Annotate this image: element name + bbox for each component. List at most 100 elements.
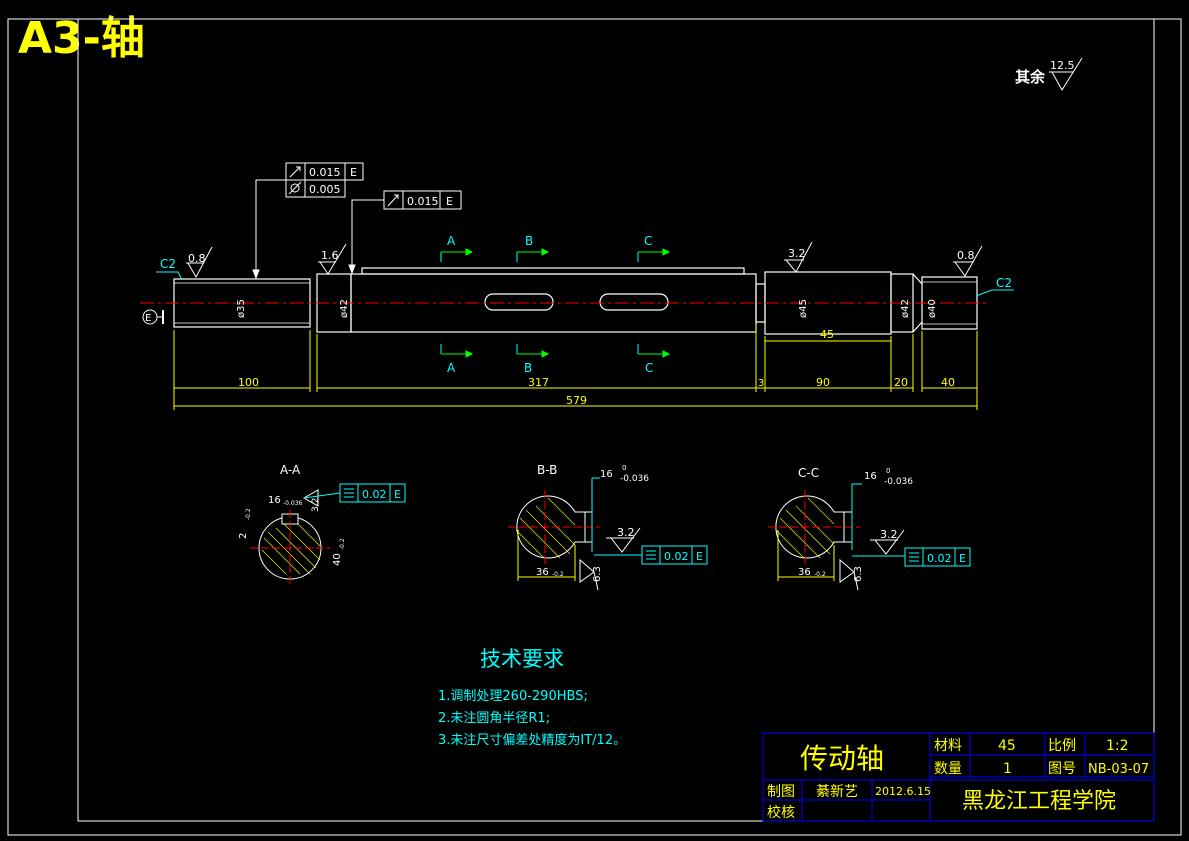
roughness-1: 0.8: [188, 252, 206, 265]
dimension-lines: [173, 324, 978, 410]
tol-runout-datum: E: [350, 166, 357, 179]
roughness-symbols: [186, 241, 983, 279]
section-cc-key-width: 16: [864, 471, 877, 482]
dim-579: 579: [566, 394, 587, 407]
drawn-label: 制图: [767, 784, 795, 800]
section-mark-a-bottom: A: [447, 361, 456, 375]
tol-aa-value: 0.02: [362, 488, 387, 501]
diameter-d40: ø40: [927, 299, 938, 318]
material-value: 45: [998, 738, 1016, 754]
tech-requirements-title: 技术要求: [480, 647, 564, 671]
roughness-4: 0.8: [957, 249, 975, 262]
section-aa-roughness: 3.2: [311, 498, 321, 512]
drawn-date: 2012.6.15: [875, 785, 931, 798]
section-aa-dim-tol: -0.2: [339, 538, 346, 550]
tol-runout2-datum: E: [446, 195, 453, 208]
tol-cc-value: 0.02: [927, 552, 952, 565]
section-mark-b-top: B: [525, 234, 533, 248]
section-markers: [440, 248, 671, 358]
scale-value: 1:2: [1106, 738, 1129, 754]
tol-frame-aa: [339, 483, 406, 503]
scale-label: 比例: [1048, 738, 1076, 754]
section-cc-roughness-b: 6.3: [853, 566, 864, 582]
dim-100: 100: [238, 376, 259, 389]
keyway-top-line: [361, 267, 745, 275]
dim-317: 317: [528, 376, 549, 389]
section-cc-dim-tol: -0.2: [814, 571, 826, 578]
tol-runout2-value: 0.015: [407, 195, 439, 208]
sheet-label: A3-轴: [18, 13, 145, 64]
tech-requirement-1: 1.调制处理260-290HBS;: [438, 689, 588, 704]
tol-runout-value: 0.015: [309, 166, 341, 179]
section-aa-key-tol: -0.036: [283, 500, 303, 507]
tol-aa-datum: E: [394, 488, 401, 501]
section-aa-depth-tol: -0.2: [245, 508, 252, 520]
section-bb-key-tol-upper: 0: [622, 464, 626, 472]
dim-45: 45: [820, 328, 834, 341]
section-aa-depth: 2: [238, 533, 249, 539]
section-bb-dim-tol: -0.2: [552, 571, 564, 578]
dim-40: 40: [941, 376, 955, 389]
section-cc-title: C-C: [798, 466, 819, 480]
quantity-value: 1: [1003, 761, 1012, 777]
outer-frame: [7, 18, 1182, 836]
section-bb-title: B-B: [537, 463, 557, 477]
part-name: 传动轴: [800, 742, 884, 775]
keyway-c: [599, 293, 669, 311]
checked-label: 校核: [767, 804, 795, 821]
diameter-d42-left: ø42: [339, 299, 350, 318]
section-mark-c-bottom: C: [645, 361, 653, 375]
tol-frame-bb: [594, 545, 708, 565]
section-bb-key-tol-lower: -0.036: [620, 474, 649, 484]
institution: 黑龙江工程学院: [962, 789, 1116, 814]
tech-requirement-3: 3.未注尺寸偏差处精度为IT/12。: [438, 732, 626, 748]
dim-90: 90: [816, 376, 830, 389]
roughness-2: 1.6: [321, 249, 339, 262]
drawing-no-label: 图号: [1048, 761, 1076, 777]
section-bb-key-width: 16: [600, 469, 613, 480]
section-cc: C-C 16 0 -0.036 36 -0.2 3.2 6.3: [768, 466, 913, 591]
section-aa-title: A-A: [280, 463, 301, 477]
tol-cc-datum: E: [959, 552, 966, 565]
section-cc-key-tol-lower: -0.036: [884, 477, 913, 487]
section-mark-b-bottom: B: [524, 361, 532, 375]
roughness-3: 3.2: [788, 247, 806, 260]
chamfer-right-label: C2: [996, 276, 1012, 290]
tol-frame-cc: [852, 547, 971, 567]
tolerance-frame-top: [252, 162, 364, 280]
section-cc-roughness-a: 3.2: [880, 528, 898, 541]
section-mark-c-top: C: [644, 234, 652, 248]
section-aa-dim: 40: [332, 553, 343, 566]
roughness-note-label: 其余: [1015, 68, 1046, 86]
tolerance-frame-second: [348, 190, 462, 275]
dim-20: 20: [894, 376, 908, 389]
datum-e-label: E: [145, 313, 151, 324]
diameter-d35: ø35: [236, 299, 247, 318]
shaft-view: [173, 267, 978, 335]
section-bb: B-B 16 0 -0.036 36 -0.2 3.2 6.3: [508, 463, 649, 591]
tech-requirements: 技术要求 1.调制处理260-290HBS; 2.未注圆角半径R1; 3.未注尺…: [438, 647, 626, 748]
title-block: [762, 732, 1155, 822]
tech-requirement-2: 2.未注圆角半径R1;: [438, 711, 550, 726]
datum-e-symbol: E: [142, 309, 164, 325]
material-label: 材料: [934, 738, 962, 754]
dim-3: 3: [758, 378, 764, 389]
chamfer-right: C2: [975, 276, 1014, 297]
quantity-label: 数量: [934, 761, 962, 777]
tol-bb-datum: E: [696, 550, 703, 563]
tol-bb-value: 0.02: [664, 550, 689, 563]
diameter-d42-right: ø42: [900, 299, 911, 318]
diameter-d45: ø45: [798, 299, 809, 318]
drawing-no-value: NB-03-07: [1088, 762, 1149, 777]
diameter-labels: ø35 ø42 ø45 ø42 ø40: [236, 299, 938, 318]
section-bb-roughness-b: 6.3: [592, 566, 603, 582]
chamfer-left: C2: [156, 257, 183, 281]
tol-cylindricity-value: 0.005: [309, 183, 341, 196]
section-cc-key-tol-upper: 0: [886, 467, 890, 475]
section-cc-dim: 36: [798, 567, 811, 578]
roughness-note-value: 12.5: [1050, 59, 1075, 72]
drawn-by: 綦新艺: [816, 784, 858, 800]
section-aa: A-A 16 -0.036 2 -0.2 40 -0.2 3.2: [238, 463, 346, 586]
section-mark-a-top: A: [447, 234, 456, 248]
